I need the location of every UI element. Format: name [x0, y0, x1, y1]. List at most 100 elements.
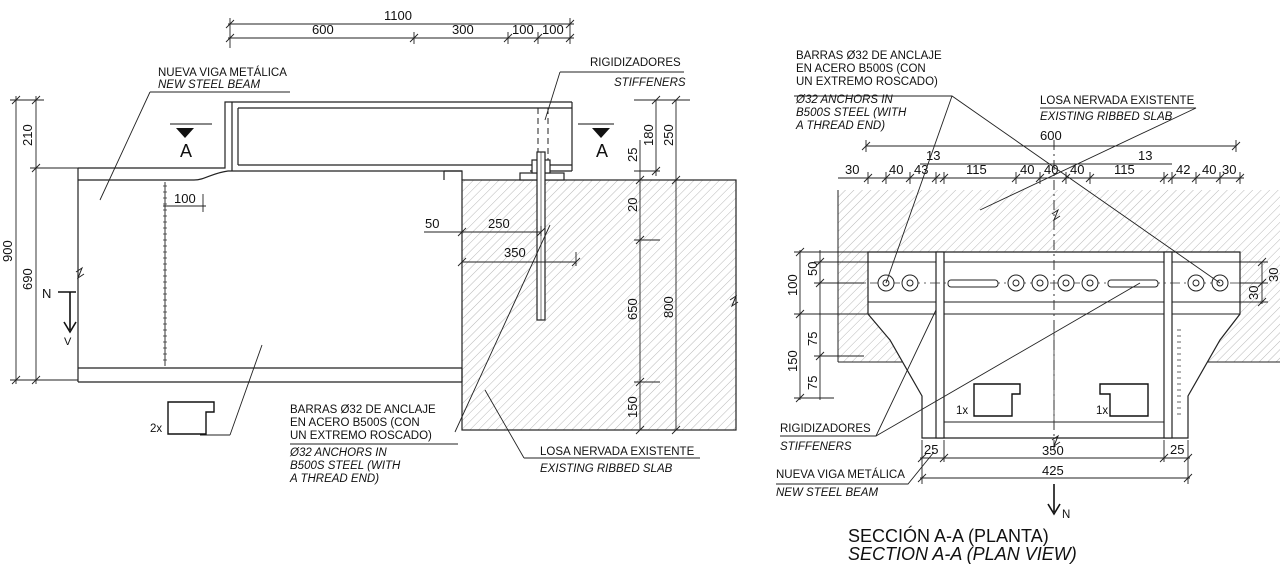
right-dim-v75a: 75	[805, 332, 820, 346]
right-anchors-en-1: Ø32 ANCHORS IN	[795, 94, 893, 106]
right-dim-115a: 115	[966, 162, 987, 177]
right-stiffeners	[935, 251, 1173, 439]
right-dim-v30a: 30	[1266, 268, 1281, 282]
left-break-mark-icon	[729, 294, 739, 308]
right-title-es: SECCIÓN A-A (PLANTA)	[848, 525, 1049, 546]
dim-690: 690	[20, 268, 35, 290]
right-dim-40c: 40	[1044, 162, 1058, 177]
left-stiffeners-es: RIGIDIZADORES	[590, 57, 681, 69]
right-break-mark-icon-2	[1051, 434, 1061, 448]
right-dim-600: 600	[1040, 128, 1062, 143]
left-stiffeners-en: STIFFENERS	[614, 77, 686, 89]
dim-25-left: 25	[625, 148, 640, 162]
right-anchors-es-2: EN ACERO B500S (CON	[796, 63, 926, 75]
dim-250-v: 250	[661, 124, 676, 146]
right-dim-40e: 40	[1202, 162, 1216, 177]
dim-650: 650	[625, 298, 640, 320]
right-anchors-en-2: B500S STEEL (WITH	[796, 107, 907, 119]
left-anchors-en-2: B500S STEEL (WITH	[290, 460, 401, 472]
dim-350: 350	[504, 245, 526, 260]
left-weld-ticks	[163, 185, 167, 361]
right-dim-13b: 13	[1138, 148, 1152, 163]
right-dim-v100: 100	[785, 274, 800, 296]
right-stiffeners-es: RIGIDIZADORES	[780, 423, 871, 435]
section-mark-a-left-label: A	[180, 141, 192, 161]
left-north-label: N	[42, 286, 51, 301]
right-anchor-bolts	[877, 274, 1229, 292]
right-stiffeners-en: STIFFENERS	[780, 441, 852, 453]
right-dim-40a: 40	[889, 162, 903, 177]
right-anchors-en-3: A THREAD END)	[795, 120, 885, 132]
dim-250: 250	[488, 216, 510, 231]
right-dim-40b: 40	[1020, 162, 1034, 177]
dim-800: 800	[661, 296, 676, 318]
right-dim-b350: 350	[1042, 443, 1064, 458]
dim-180: 180	[641, 124, 656, 146]
left-new-beam-es: NUEVA VIGA METÁLICA	[158, 66, 287, 79]
dim-anchor-lines	[424, 226, 581, 267]
right-dim-115b: 115	[1114, 162, 1135, 177]
section-mark-a-right: A	[578, 123, 614, 161]
right-dim-b25a: 25	[924, 442, 938, 457]
left-leaders	[99, 71, 700, 459]
dim-100a: 100	[512, 22, 534, 37]
left-new-beam-en: NEW STEEL BEAM	[158, 79, 260, 91]
dim-50: 50	[425, 216, 439, 231]
right-dim-42: 42	[1176, 162, 1190, 177]
right-count-1x-a: 1x	[956, 405, 968, 417]
right-slab-en: EXISTING RIBBED SLAB	[1040, 111, 1173, 123]
dim-300: 300	[452, 22, 474, 37]
dim-210: 210	[20, 124, 35, 146]
dim-20: 20	[625, 198, 640, 212]
right-dim-v150: 150	[785, 350, 800, 372]
left-break-mark-icon-2	[75, 266, 85, 280]
left-existing-slab	[461, 179, 737, 431]
right-left-vertical-dimensions	[794, 247, 874, 403]
dim-900: 900	[0, 240, 15, 262]
left-slab-en: EXISTING RIBBED SLAB	[540, 463, 673, 475]
left-elevation-view: A A 1100 600 300 100 100	[0, 8, 739, 485]
left-anchors-es-2: EN ACERO B500S (CON	[290, 417, 420, 429]
right-dim-v50: 50	[805, 262, 820, 276]
left-slab-es: LOSA NERVADA EXISTENTE	[540, 446, 695, 458]
right-weld-ticks	[1053, 329, 1181, 420]
left-north-v: V	[64, 336, 72, 348]
right-new-beam-es: NUEVA VIGA METÁLICA	[776, 468, 905, 481]
left-anchors-en-1: Ø32 ANCHORS IN	[289, 447, 387, 459]
left-anchors-es-1: BARRAS Ø32 DE ANCLAJE	[290, 404, 436, 416]
left-count-2x: 2x	[150, 423, 162, 435]
right-count-1x-b: 1x	[1096, 405, 1108, 417]
left-new-steel-beam	[77, 101, 573, 383]
right-plan-view: 1x 1x 600 30 40 43 13 115 40 40 40 115 1…	[776, 50, 1281, 564]
right-bottom-dimensions	[917, 440, 1193, 484]
section-mark-a-left: A	[170, 123, 212, 161]
right-top-dimensions	[838, 140, 1245, 184]
left-top-dimensions	[225, 18, 575, 48]
left-2x-symbol	[167, 401, 215, 435]
right-leaders	[776, 95, 1221, 485]
right-anchors-es-1: BARRAS Ø32 DE ANCLAJE	[796, 50, 942, 62]
left-vertical-dimensions	[10, 95, 78, 385]
right-break-mark-icon	[1051, 208, 1061, 222]
dim-1100: 1100	[384, 8, 412, 23]
right-dim-30b: 30	[1222, 162, 1236, 177]
right-dim-v75b: 75	[805, 376, 820, 390]
left-north-arrow-icon	[58, 291, 77, 334]
left-anchors-en-3: A THREAD END)	[289, 473, 379, 485]
left-right-vertical-dimensions	[634, 95, 690, 435]
right-dim-b25b: 25	[1170, 442, 1184, 457]
right-dim-v30b: 30	[1246, 286, 1261, 300]
right-1x-symbol-b	[1099, 383, 1149, 417]
right-new-beam-en: NEW STEEL BEAM	[776, 487, 878, 499]
right-anchors-es-3: UN EXTREMO ROSCADO)	[796, 76, 938, 88]
dim-150-left: 150	[625, 396, 640, 418]
right-1x-symbol-a	[973, 383, 1021, 417]
right-slab-es: LOSA NERVADA EXISTENTE	[1040, 95, 1195, 107]
right-dim-30a: 30	[845, 162, 859, 177]
right-right-vertical-dimensions	[1240, 257, 1268, 307]
left-anchors-es-3: UN EXTREMO ROSCADO)	[290, 430, 432, 442]
right-dim-b425: 425	[1042, 463, 1064, 478]
right-north-arrow-icon	[1047, 484, 1061, 516]
